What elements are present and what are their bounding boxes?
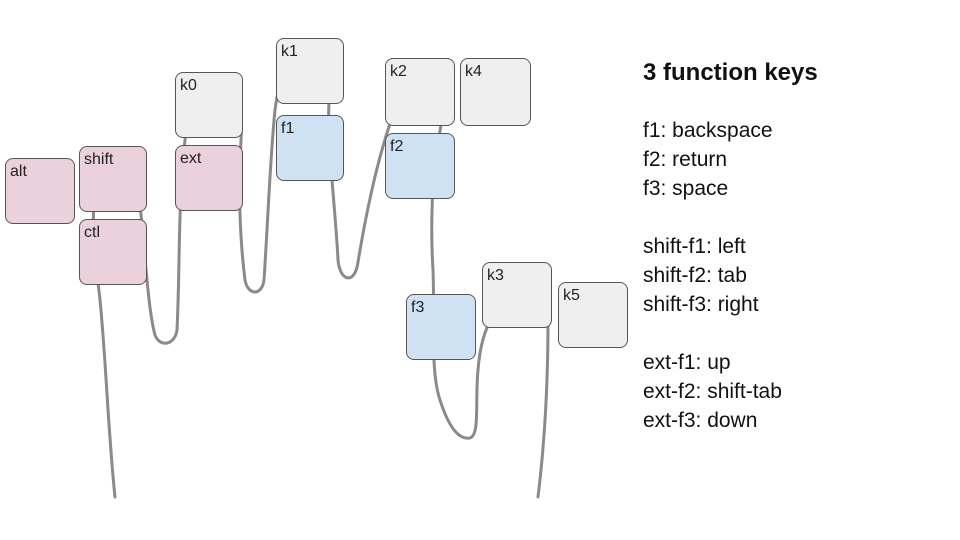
key-f2: f2	[385, 133, 455, 199]
key-k4: k4	[460, 58, 531, 126]
legend-line-f1: f1: backspace	[643, 119, 773, 142]
legend-group-shift: shift-f1: left shift-f2: tab shift-f3: r…	[643, 232, 943, 319]
function-key-legend: 3 function keys f1: backspace f2: return…	[643, 58, 943, 464]
key-k3: k3	[482, 262, 552, 328]
key-label: f1	[281, 120, 295, 137]
key-label: k0	[180, 77, 197, 94]
legend-line-ext-f1: ext-f1: up	[643, 351, 731, 374]
key-label: ctl	[84, 224, 100, 241]
legend-line-shift-f2: shift-f2: tab	[643, 264, 747, 287]
key-k5: k5	[558, 282, 628, 348]
key-label: k2	[390, 63, 407, 80]
key-k1: k1	[276, 38, 344, 104]
key-alt: alt	[5, 158, 75, 224]
key-ext: ext	[175, 145, 243, 211]
key-shift: shift	[79, 146, 147, 212]
legend-group-base: f1: backspace f2: return f3: space	[643, 116, 943, 203]
key-label: k5	[563, 287, 580, 304]
key-label: f2	[390, 138, 404, 155]
key-k2: k2	[385, 58, 455, 126]
key-ctl: ctl	[79, 219, 147, 285]
key-label: f3	[411, 299, 425, 316]
legend-line-ext-f3: ext-f3: down	[643, 409, 758, 432]
key-label: alt	[10, 163, 27, 180]
key-k0: k0	[175, 72, 243, 138]
legend-group-ext: ext-f1: up ext-f2: shift-tab ext-f3: dow…	[643, 348, 943, 435]
legend-line-shift-f1: shift-f1: left	[643, 235, 746, 258]
legend-line-shift-f3: shift-f3: right	[643, 293, 759, 316]
key-label: shift	[84, 151, 114, 168]
legend-line-ext-f2: ext-f2: shift-tab	[643, 380, 782, 403]
key-f1: f1	[276, 115, 344, 181]
key-label: k3	[487, 267, 504, 284]
key-f3: f3	[406, 294, 476, 360]
key-label: ext	[180, 150, 202, 167]
key-label: k4	[465, 63, 482, 80]
key-label: k1	[281, 43, 298, 60]
legend-title: 3 function keys	[643, 59, 818, 86]
legend-line-f2: f2: return	[643, 148, 728, 171]
legend-line-f3: f3: space	[643, 177, 729, 200]
